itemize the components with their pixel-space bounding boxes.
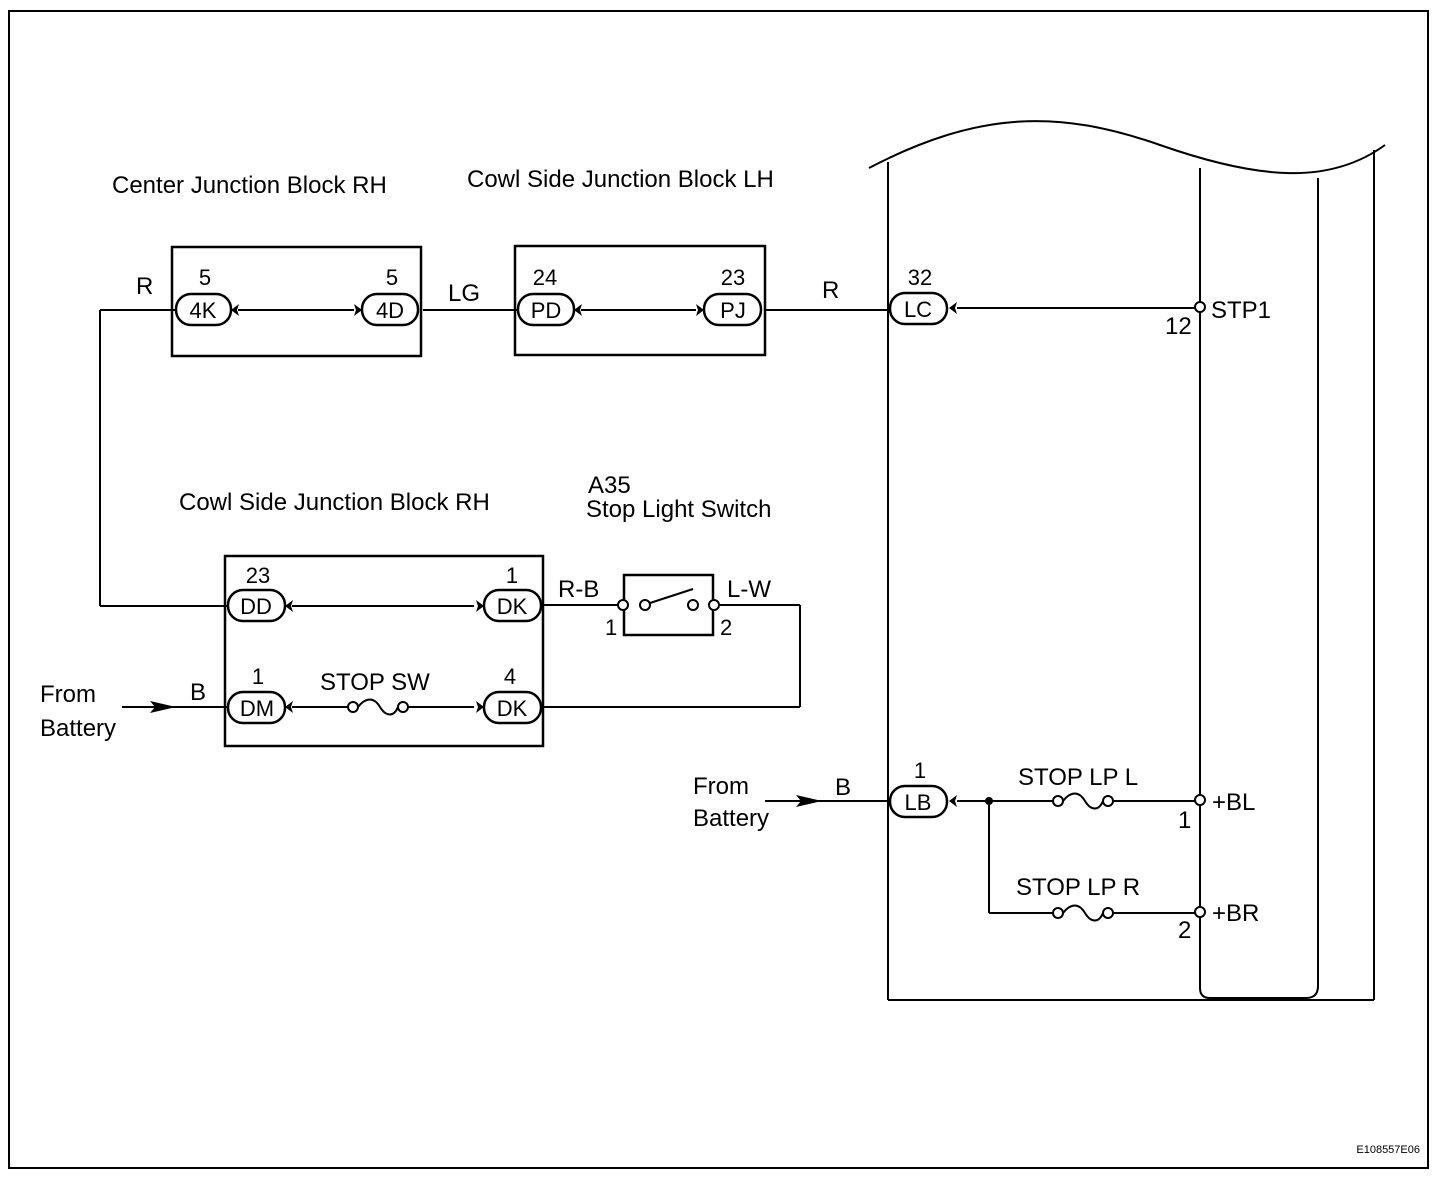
fuse-stop-sw: STOP SW: [320, 669, 430, 716]
svg-text:STOP LP R: STOP LP R: [1016, 874, 1140, 901]
svg-text:4D: 4D: [376, 298, 404, 323]
connector-dk-4: 4 DK: [476, 664, 543, 725]
fuse-stop-lp-r: STOP LP R: [1016, 874, 1140, 922]
svg-text:24: 24: [533, 265, 557, 290]
center-jb-rh-box: [170, 245, 423, 358]
battery-right-line1: From: [693, 773, 749, 800]
connector-4k: 5 4K: [174, 265, 239, 327]
connector-4d: 5 4D: [354, 265, 420, 327]
svg-text:STOP SW: STOP SW: [320, 669, 430, 696]
svg-text:STOP LP L: STOP LP L: [1018, 764, 1138, 791]
svg-text:DK: DK: [497, 696, 528, 721]
svg-text:DK: DK: [497, 594, 528, 619]
switch-ref: A35: [588, 472, 631, 499]
terminal-br: +BR 2: [1178, 900, 1259, 944]
svg-text:DD: DD: [240, 594, 272, 619]
svg-text:LB: LB: [905, 790, 932, 815]
connector-lb: 1 LB: [888, 758, 957, 819]
fuse-stop-lp-l: STOP LP L: [1018, 764, 1138, 810]
svg-text:+BR: +BR: [1212, 900, 1259, 927]
cowl-jb-rh-label: Cowl Side Junction Block RH: [179, 489, 490, 516]
connector-pj: 23 PJ: [696, 265, 763, 327]
svg-text:PD: PD: [531, 298, 562, 323]
svg-text:STP1: STP1: [1211, 297, 1271, 324]
cowl-jb-lh-label: Cowl Side Junction Block LH: [467, 166, 774, 193]
cowl-jb-lh-box: [513, 244, 767, 357]
ecu-body: [868, 120, 1386, 1001]
svg-text:5: 5: [386, 265, 398, 290]
terminal-bl: +BL 1: [1178, 789, 1255, 834]
battery-right-line2: Battery: [693, 805, 769, 832]
wire-lw: L-W: [727, 576, 771, 603]
battery-left-line2: Battery: [40, 715, 116, 742]
diagram-code: E108557E06: [1356, 1144, 1420, 1156]
svg-text:+BL: +BL: [1212, 789, 1255, 816]
svg-text:1: 1: [252, 664, 264, 689]
svg-text:2: 2: [1178, 917, 1191, 944]
diagram-frame: [8, 10, 1429, 1169]
svg-text:32: 32: [908, 265, 932, 290]
connector-pd: 24 PD: [516, 265, 582, 327]
terminal-stp1: STP1 12: [1165, 297, 1271, 340]
wire-b-left: B: [190, 679, 206, 706]
svg-text:5: 5: [199, 265, 211, 290]
wire-rb: R-B: [558, 576, 599, 603]
svg-text:LC: LC: [904, 297, 932, 322]
battery-left-line1: From: [40, 681, 96, 708]
svg-text:4K: 4K: [190, 298, 217, 323]
wire-b-right: B: [835, 774, 851, 801]
wire-r-mid: R: [822, 277, 839, 304]
svg-text:1: 1: [1178, 807, 1191, 834]
cowl-jb-rh-box: [223, 554, 545, 748]
svg-text:1: 1: [605, 615, 617, 640]
switch-name: Stop Light Switch: [586, 496, 771, 523]
connector-dm: 1 DM: [226, 664, 293, 725]
connector-lc: 32 LC: [888, 265, 957, 326]
svg-text:1: 1: [506, 563, 518, 588]
svg-text:1: 1: [914, 758, 926, 783]
svg-text:2: 2: [720, 615, 732, 640]
connector-dd: 23 DD: [226, 563, 293, 623]
svg-text:4: 4: [504, 664, 516, 689]
wire-r-left: R: [136, 273, 153, 300]
center-jb-rh-label: Center Junction Block RH: [112, 172, 387, 199]
svg-text:DM: DM: [240, 696, 274, 721]
stop-light-switch: 1 2: [605, 573, 732, 640]
wire-lg: LG: [448, 280, 480, 307]
svg-text:23: 23: [721, 265, 745, 290]
svg-text:PJ: PJ: [720, 298, 746, 323]
svg-text:23: 23: [246, 563, 270, 588]
connector-dk-1: 1 DK: [476, 563, 543, 623]
svg-text:12: 12: [1165, 313, 1192, 340]
